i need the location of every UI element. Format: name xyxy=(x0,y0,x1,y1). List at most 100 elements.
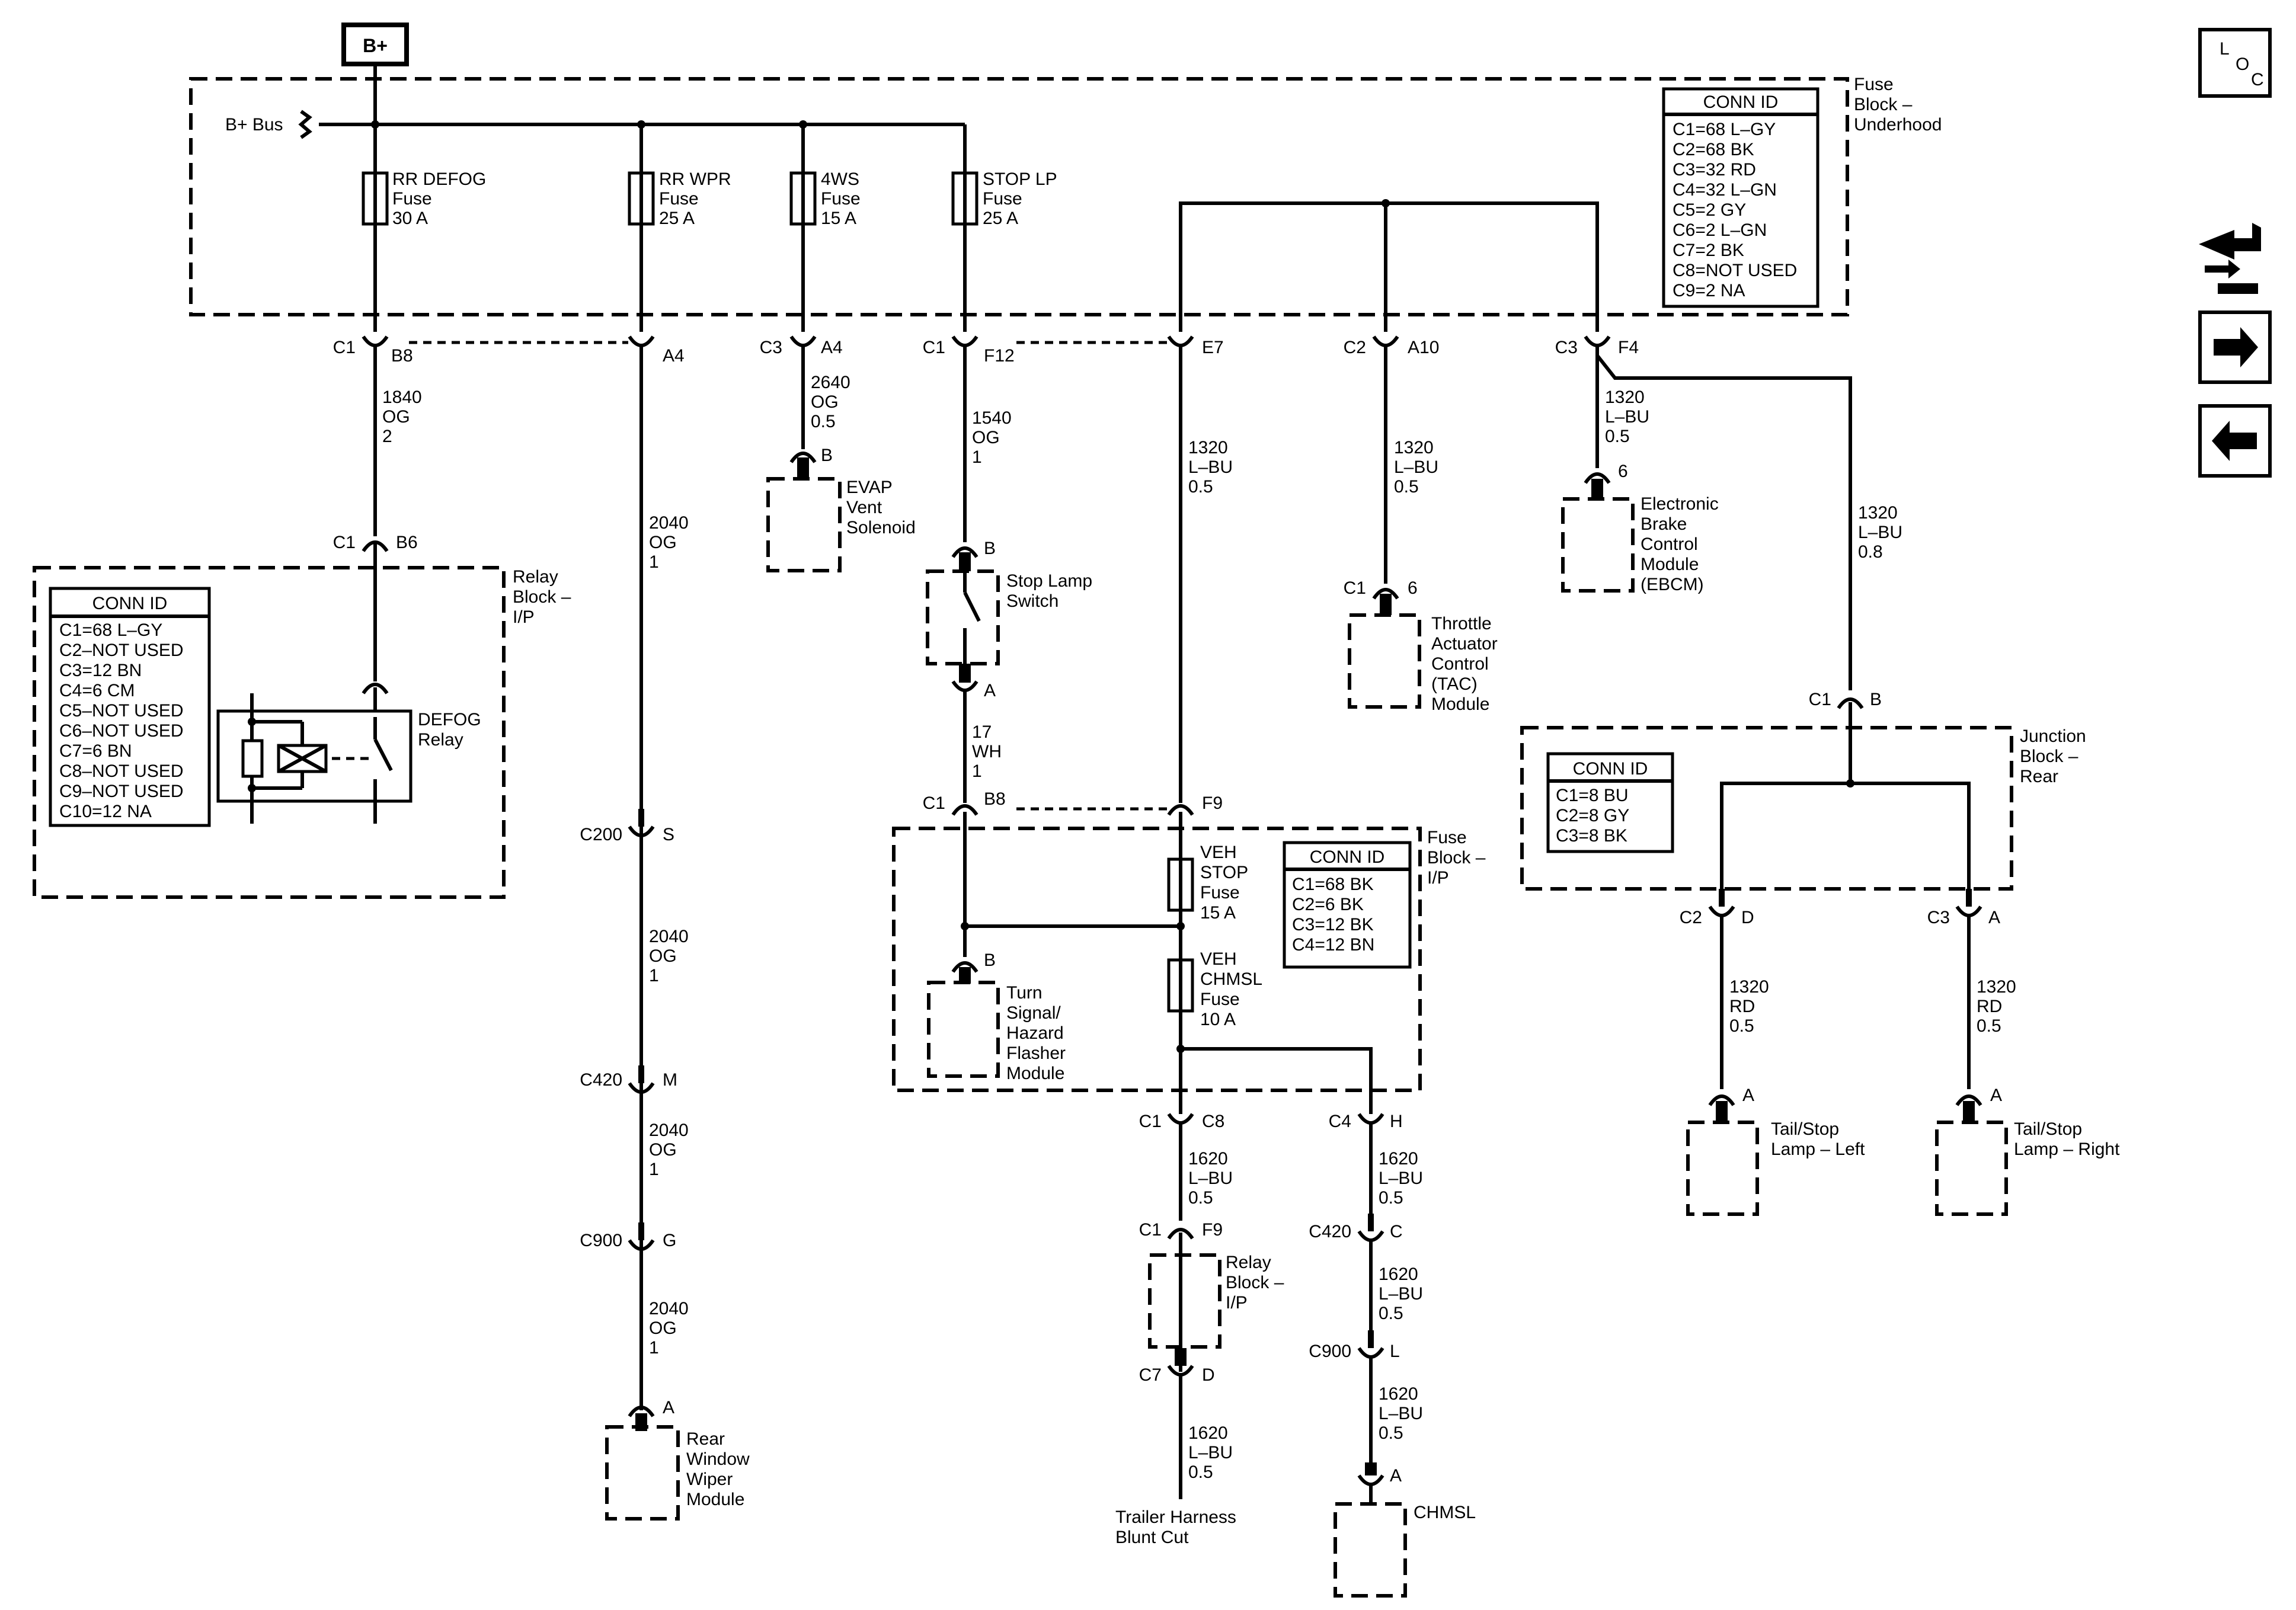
svg-text:VEH: VEH xyxy=(1200,843,1237,862)
bplus-label: B+ xyxy=(363,35,388,56)
conn-b-turn: B xyxy=(951,950,996,984)
svg-text:A4: A4 xyxy=(821,338,843,357)
stop-lamp-switch-box xyxy=(926,569,1000,665)
wire-label: 1320 xyxy=(1188,438,1228,457)
conn-c3-f4: C3 F4 xyxy=(1555,335,1639,364)
svg-text:H: H xyxy=(1390,1112,1403,1131)
loc-letter: O xyxy=(2236,55,2249,74)
conn-c900-l: C900 L xyxy=(1309,1330,1400,1361)
wire-label: 1620 xyxy=(1188,1149,1228,1169)
conn-c1-b8: C1 B8 xyxy=(333,335,413,366)
wire-label: 1 xyxy=(972,447,982,467)
fuse-stop-lp: STOP LP Fuse 25 A xyxy=(951,124,1057,332)
svg-text:D: D xyxy=(1741,908,1754,927)
wire-label: 1620 xyxy=(1379,1149,1418,1169)
conn-a-wiper: A xyxy=(628,1398,674,1431)
wire-label: 0.5 xyxy=(1188,1188,1213,1208)
wire-label: OG xyxy=(972,428,1000,447)
svg-text:CHMSL: CHMSL xyxy=(1200,969,1262,989)
fuse-rr-defog: RR DEFOG Fuse 30 A xyxy=(362,124,486,332)
component-label: Rear xyxy=(686,1429,725,1449)
conn-id-title: CONN ID xyxy=(1703,92,1779,112)
svg-text:CONN ID: CONN ID xyxy=(92,594,168,613)
conn-a-tail-left: A xyxy=(1708,1086,1754,1122)
component-label: Module xyxy=(1006,1064,1064,1083)
wire-label: 1 xyxy=(972,761,982,781)
fuse-block-ip-conn-id-table: CONN ID C1=68 BK C2=6 BK C3=12 BK C4=12 … xyxy=(1283,841,1412,969)
component-label: Lamp – Right xyxy=(2014,1140,2120,1159)
fuse-block-ip-label: I/P xyxy=(1427,868,1449,888)
relay-block-ip-label: Relay xyxy=(1226,1253,1271,1272)
conn-c1-f12: C1 F12 xyxy=(923,335,1015,366)
component-label: Tail/Stop xyxy=(2014,1119,2082,1139)
component-label: Electronic xyxy=(1641,494,1719,514)
conn-row: C2=68 BK xyxy=(1673,140,1754,159)
conn-b-evap: B xyxy=(789,446,833,479)
component-label: Trailer Harness xyxy=(1115,1507,1236,1527)
bplus-bus-label: B+ Bus xyxy=(225,115,283,135)
fuse-block-underhood-label: Underhood xyxy=(1854,115,1942,135)
svg-text:A: A xyxy=(1988,908,2000,927)
conn-c3-a: C3 A xyxy=(1927,889,2000,927)
conn-row: C9=2 NA xyxy=(1673,281,1745,300)
wire-label: L–BU xyxy=(1858,523,1902,542)
svg-text:C1: C1 xyxy=(923,793,945,813)
conn-c7-d: C7 D xyxy=(1139,1365,1215,1385)
wire-label: 0.5 xyxy=(1379,1188,1403,1208)
wire-label: L–BU xyxy=(1605,407,1649,427)
svg-text:C8–NOT USED: C8–NOT USED xyxy=(59,761,184,781)
arrow-right-icon[interactable] xyxy=(2198,311,2272,384)
conn-row: C4=32 L–GN xyxy=(1673,180,1777,200)
wire-label: 1620 xyxy=(1379,1384,1418,1404)
svg-text:C1: C1 xyxy=(333,533,356,552)
svg-text:E7: E7 xyxy=(1202,338,1224,357)
conn-a-chmsl: A xyxy=(1357,1462,1402,1504)
fuse-veh-stop: VEH STOP Fuse 15 A xyxy=(1167,843,1248,923)
component-label: Turn xyxy=(1006,983,1043,1003)
component-label: Module xyxy=(1641,555,1699,574)
svg-text:C3: C3 xyxy=(760,338,782,357)
svg-text:A: A xyxy=(1990,1086,2002,1105)
svg-text:C7: C7 xyxy=(1139,1365,1162,1385)
conn-c420-c: C420 C xyxy=(1309,1214,1403,1242)
wire-label: 17 xyxy=(972,722,992,742)
wire-label: 0.5 xyxy=(811,412,836,431)
relay-block-ip-lower-box xyxy=(1148,1253,1221,1349)
svg-text:C7=6 BN: C7=6 BN xyxy=(59,741,132,761)
fuse-name: 4WS xyxy=(821,169,859,189)
component-label: Solenoid xyxy=(846,518,916,537)
loc-button[interactable]: L O C xyxy=(2198,28,2272,98)
connector-tool-icon[interactable] xyxy=(2199,223,2261,294)
svg-text:A: A xyxy=(984,681,996,700)
fuse-rating: 15 A xyxy=(821,209,856,228)
arrow-left-icon[interactable] xyxy=(2198,404,2272,478)
junction-block-rear-label: Rear xyxy=(2020,767,2058,786)
wire-junction-feed xyxy=(1595,354,1852,690)
fuse-name: STOP LP xyxy=(983,169,1057,189)
underhood-conn-id-table: CONN ID C1=68 L–GY C2=68 BK C3=32 RD C4=… xyxy=(1662,87,1819,308)
conn-c4-h: C4 H xyxy=(1329,1112,1403,1131)
svg-text:C1: C1 xyxy=(333,338,356,357)
wire-label: RD xyxy=(1977,997,2002,1016)
component-label: Throttle xyxy=(1431,614,1492,633)
svg-text:10 A: 10 A xyxy=(1200,1010,1236,1029)
wire-label: OG xyxy=(649,533,677,552)
wire-label: 1 xyxy=(649,966,659,985)
wire-label: 2040 xyxy=(649,513,689,533)
wire-label: 1320 xyxy=(1729,977,1769,997)
fuse-block-underhood-label: Fuse xyxy=(1854,75,1894,94)
conn-c200-s: C200 S xyxy=(580,809,674,844)
wire-label: 0.5 xyxy=(1729,1016,1754,1036)
wire-label: WH xyxy=(972,742,1002,761)
conn-c2-a10: C2 A10 xyxy=(1344,335,1439,364)
svg-text:A: A xyxy=(1390,1466,1402,1486)
component-label: Module xyxy=(686,1490,744,1509)
bus-break-symbol xyxy=(298,110,312,139)
wire-label: 2040 xyxy=(649,1299,689,1318)
svg-text:C8: C8 xyxy=(1202,1112,1224,1131)
component-label: Brake xyxy=(1641,514,1687,534)
junction-block-rear-label: Block – xyxy=(2020,747,2078,766)
tail-lamp-right-box xyxy=(1935,1121,2008,1216)
svg-text:A: A xyxy=(1742,1086,1754,1105)
relay-block-ip-label: Block – xyxy=(513,587,571,607)
